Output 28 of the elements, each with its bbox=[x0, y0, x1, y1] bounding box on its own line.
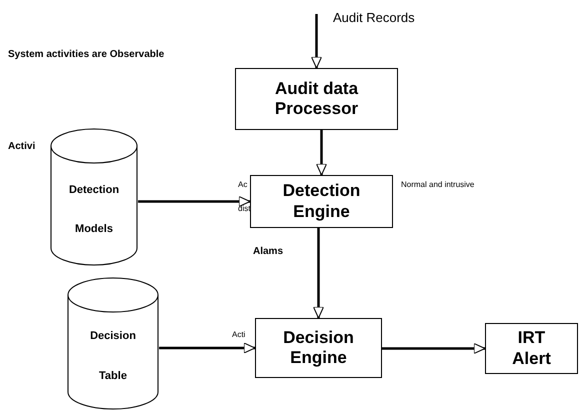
database-cylinder bbox=[50, 128, 138, 266]
process-box bbox=[485, 323, 578, 374]
node-label: Decision bbox=[90, 330, 136, 344]
process-box bbox=[250, 175, 393, 228]
arrow bbox=[316, 130, 327, 176]
process-box bbox=[235, 68, 398, 130]
arrow bbox=[311, 14, 322, 68]
text-label: Activi bbox=[8, 141, 36, 153]
text-label: Audit Records bbox=[333, 10, 415, 26]
node-label: IRT Alert bbox=[511, 328, 552, 369]
node-label: Audit data Processor bbox=[274, 78, 360, 120]
node-label: Detection bbox=[68, 184, 120, 197]
text-label: Normal and intrusive bbox=[401, 180, 474, 190]
process-box bbox=[255, 318, 382, 378]
node-label: Detection Engine bbox=[282, 181, 362, 222]
database-cylinder bbox=[67, 277, 159, 410]
text-label: System activities are Observable bbox=[8, 49, 164, 61]
node-label: Models bbox=[75, 223, 113, 236]
arrow bbox=[138, 196, 250, 207]
arrow bbox=[159, 342, 256, 354]
text-label: Ac bbox=[238, 180, 248, 190]
node-label: Table bbox=[99, 370, 127, 383]
text-label: dist bbox=[238, 204, 250, 214]
arrow bbox=[313, 228, 324, 318]
text-label: Acti bbox=[232, 330, 246, 340]
text-label: Alams bbox=[253, 246, 284, 258]
arrow bbox=[382, 343, 486, 354]
node-label: Decision Engine bbox=[282, 328, 355, 368]
